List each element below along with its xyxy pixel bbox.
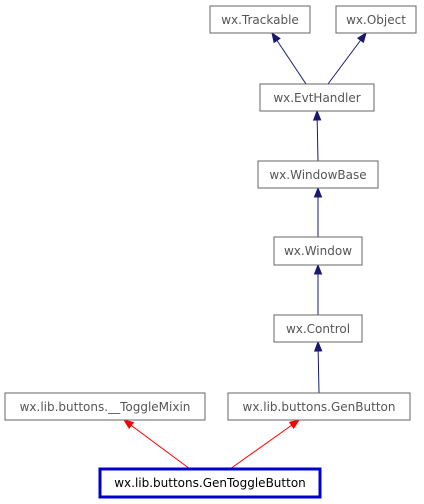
node-gentogglebutton-label: wx.lib.buttons.GenToggleButton — [114, 476, 306, 490]
arrowhead-evthandler-to-trackable — [271, 31, 281, 44]
node-window-label: wx.Window — [284, 244, 352, 258]
node-object-box — [335, 5, 417, 34]
arrowhead-gentogglebutton-to-togglemixin — [122, 419, 135, 430]
node-trackable[interactable]: wx.Trackable — [209, 5, 311, 34]
node-togglemixin-box — [4, 392, 206, 421]
edge-gentogglebutton-to-togglemixin — [123, 419, 191, 470]
node-genbutton-box — [227, 392, 411, 421]
arrowhead-windowbase-to-evthandler — [312, 109, 322, 121]
node-genbutton[interactable]: wx.lib.buttons.GenButton — [227, 392, 411, 421]
node-gentogglebutton[interactable]: wx.lib.buttons.GenToggleButton — [98, 467, 322, 499]
node-windowbase-label: wx.WindowBase — [269, 168, 366, 182]
arrowhead-evthandler-to-object — [356, 31, 367, 44]
edge-evthandler-to-trackable — [271, 32, 307, 85]
arrowhead-genbutton-to-control — [313, 340, 323, 352]
edge-evthandler-to-object — [327, 32, 367, 85]
node-window[interactable]: wx.Window — [273, 236, 363, 266]
node-windowbase[interactable]: wx.WindowBase — [257, 160, 379, 189]
node-object[interactable]: wx.Object — [335, 5, 417, 34]
node-evthandler-label: wx.EvtHandler — [273, 91, 360, 105]
node-trackable-box — [209, 5, 311, 34]
node-control-box — [273, 314, 363, 343]
node-evthandler-box — [259, 83, 375, 112]
node-genbutton-label: wx.lib.buttons.GenButton — [243, 400, 396, 414]
node-object-label: wx.Object — [346, 13, 406, 27]
node-window-box — [273, 236, 363, 266]
node-windowbase-box — [257, 160, 379, 189]
edges — [122, 31, 367, 470]
node-control-label: wx.Control — [286, 322, 350, 336]
arrowhead-control-to-window — [313, 263, 323, 275]
node-trackable-label: wx.Trackable — [221, 13, 299, 27]
node-togglemixin[interactable]: wx.lib.buttons.__ToggleMixin — [4, 392, 206, 421]
node-control[interactable]: wx.Control — [273, 314, 363, 343]
node-evthandler[interactable]: wx.EvtHandler — [259, 83, 375, 112]
node-togglemixin-label: wx.lib.buttons.__ToggleMixin — [20, 400, 191, 414]
edge-gentogglebutton-to-genbutton — [229, 419, 300, 470]
arrowhead-window-to-windowbase — [313, 186, 323, 198]
arrowhead-gentogglebutton-to-genbutton — [288, 419, 301, 429]
node-gentogglebutton-box — [98, 467, 322, 499]
